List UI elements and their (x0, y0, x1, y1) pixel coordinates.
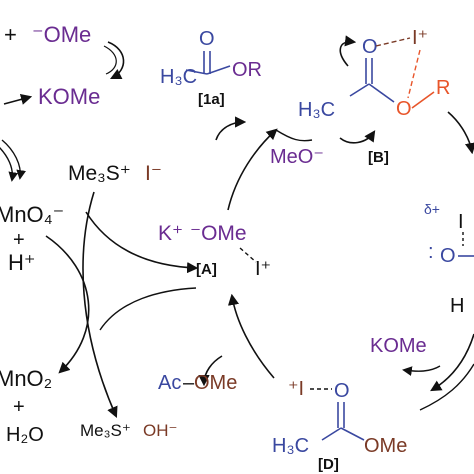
methyl-1a: H₃C (160, 66, 197, 88)
dashed-I-O-B (407, 49, 421, 99)
bond-1a-right (206, 65, 231, 75)
acetyl: Ac (158, 372, 181, 394)
cycle-arrow-1a-entry (215, 116, 247, 141)
arrow-to-kome-left (3, 93, 33, 105)
acetyl-dash: – (183, 372, 195, 394)
methyl-D: H₃C (272, 435, 309, 457)
methoxide-center: ⁻OMe (190, 222, 247, 245)
curly-arrow-B-bottom (339, 130, 376, 144)
left-curve-arrows (1, 139, 27, 180)
left-curve-arrow-2 (0, 147, 19, 182)
proton: H⁺ (8, 250, 36, 275)
arrow-mno4-to-mno2 (45, 235, 90, 374)
bond-O-R-B (411, 91, 435, 109)
carbonyl-O-D: O (334, 380, 350, 402)
delta-plus: δ+ (424, 201, 440, 217)
dashed-bond-A (239, 247, 257, 263)
carbonyl-O-B: O (362, 36, 378, 58)
right-bottom-arrow-2 (419, 363, 474, 411)
oxygen-right: O (440, 245, 456, 267)
permanganate: MnO₄⁻ (0, 202, 64, 227)
iodine-cation-D: ⁺I (288, 378, 304, 400)
manganese-dioxide: MnO₂ (0, 366, 52, 391)
ester-O-B: O (396, 98, 412, 120)
cycle-arrow-A-to-1a (227, 128, 278, 211)
cycle-arrow-to-acome (198, 355, 223, 387)
arrow-to-kome-right (402, 365, 441, 376)
label-D: [D] (318, 456, 339, 473)
arrow-into-A (85, 211, 199, 274)
bond-D-right (340, 427, 365, 441)
bond-1a-left (185, 69, 208, 75)
methoxide-mid: MeO⁻ (270, 146, 324, 168)
kome-top-left: KOMe (38, 84, 100, 109)
hydroxide: OH⁻ (143, 421, 177, 440)
methyl-B: H₃C (298, 99, 335, 121)
lone-pair-dots: : (428, 241, 434, 263)
bond-B-right (368, 83, 395, 103)
iodine-cation-B: I⁺ (412, 27, 428, 49)
bond-B-left (349, 83, 370, 97)
potassium-cation: K⁺ (158, 222, 183, 245)
bond-D-left (321, 427, 342, 441)
hydrogen-right: H (450, 295, 464, 317)
label-1a: [1a] (198, 91, 225, 108)
R-group-B: R (436, 77, 450, 99)
iodide: I⁻ (145, 162, 162, 185)
iodine-right: I (458, 211, 464, 233)
arrow-ome-to-kome (107, 41, 125, 80)
methoxide-top-left: ⁻OMe (32, 22, 91, 47)
plus-left-2: + (13, 396, 25, 418)
ester-OR-1a: OR (232, 59, 262, 81)
iodine-cation-A: I⁺ (255, 258, 271, 280)
methoxy-D: OMe (364, 435, 407, 457)
arrow-out-of-A (99, 287, 197, 331)
top-plus: + (4, 22, 17, 47)
dashed-O-I-B (375, 37, 411, 47)
methoxy-acome: OMe (194, 372, 237, 394)
right-top-arrow (447, 111, 474, 155)
curly-arrow-B (339, 35, 357, 67)
label-B: [B] (368, 149, 389, 166)
arrow-kome-back (103, 45, 117, 75)
kome-right: KOMe (370, 335, 427, 357)
trimethylsulfonium-reagent: Me₃S⁺ (68, 162, 131, 185)
label-A: [A] (196, 261, 217, 278)
right-bottom-arrow (430, 333, 474, 392)
water: H₂O (6, 424, 44, 446)
cycle-arrow-D-to-A (227, 293, 275, 379)
plus-left-1: + (13, 229, 25, 251)
arrow-1a-to-meo (275, 129, 313, 142)
trimethylsulfonium-product: Me₃S⁺ (80, 421, 131, 440)
carbonyl-O-1a: O (199, 28, 215, 50)
